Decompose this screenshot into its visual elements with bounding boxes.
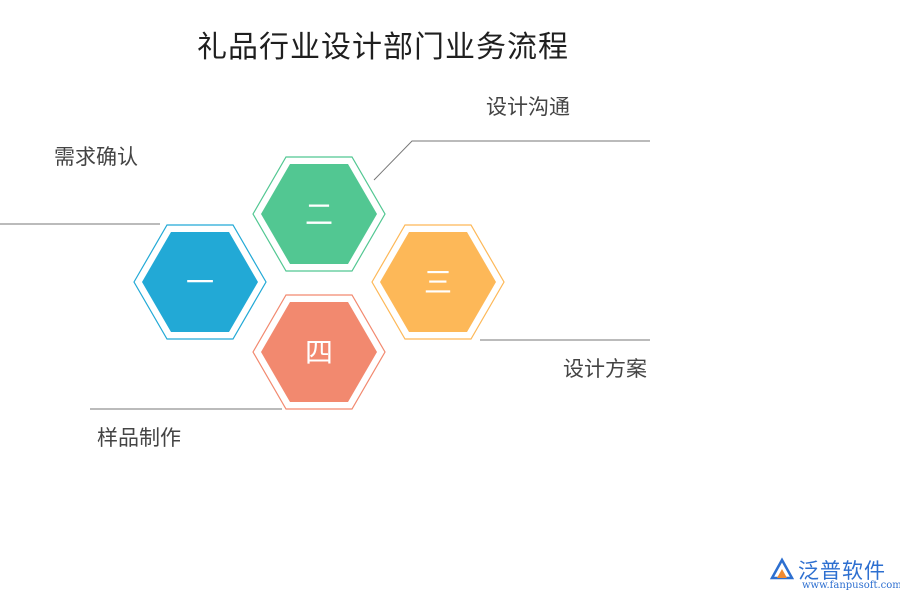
hexagon-step-3-number: 三 (424, 266, 452, 299)
logo-url: www.fanpusoft.com (802, 580, 900, 591)
hexagon-step-1: 一 (133, 224, 267, 340)
step-3-label: 设计方案 (563, 357, 647, 381)
step-4-label: 样品制作 (97, 426, 181, 450)
hexagon-step-1-number: 一 (186, 266, 214, 299)
connector-line-step-2 (373, 140, 650, 181)
hexagon-step-4: 四 (252, 294, 386, 410)
logo-name: 泛普软件 (798, 559, 886, 583)
brand-logo: 泛普软件 www.fanpusoft.com (768, 552, 900, 594)
hexagon-step-4-number: 四 (305, 336, 333, 369)
fanpu-logo-icon (769, 557, 795, 580)
page-title: 礼品行业设计部门业务流程 (197, 30, 569, 65)
hexagon-step-2: 二 (252, 156, 386, 272)
hexagon-step-2-number: 二 (305, 198, 333, 231)
hexagon-step-3: 三 (371, 224, 505, 340)
step-2-label: 设计沟通 (486, 95, 570, 119)
step-1-label: 需求确认 (54, 145, 138, 169)
